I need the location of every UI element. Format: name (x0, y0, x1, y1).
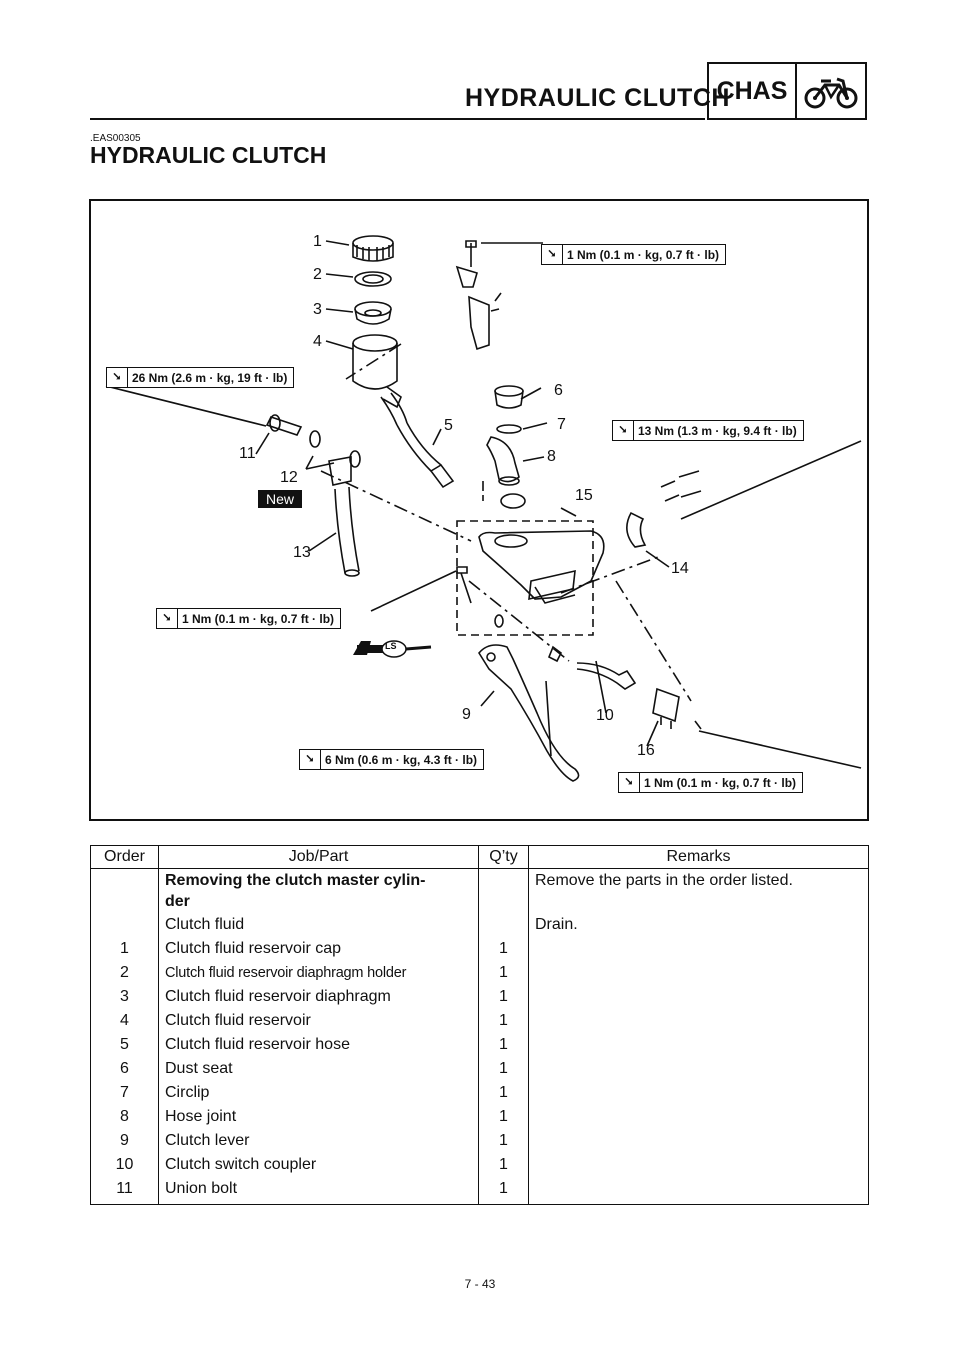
torque-spec-reservoir-bolt: ⭨ 26 Nm (2.6 m · kg, 19 ft · lb) (106, 367, 295, 388)
table-header-row: Order Job/Part Q’ty Remarks (90, 845, 869, 869)
motorcycle-icon (797, 64, 865, 118)
part-label-8: 8 (547, 448, 556, 465)
header-rule (90, 118, 705, 120)
exploded-diagram: ⭨ 1 Nm (0.1 m · kg, 0.7 ft · lb) ⭨ 26 Nm… (89, 199, 869, 821)
part-label-14: 14 (671, 560, 689, 577)
procedure-title: Removing the clutch master cylin- der (158, 868, 479, 913)
table-row: Removing the clutch master cylin- der Re… (90, 868, 869, 913)
table-row: 10 Clutch switch coupler 1 (90, 1153, 869, 1177)
header-qty: Q’ty (478, 845, 529, 869)
lubricant-label: LS (385, 641, 397, 651)
torque-wrench-icon: ⭨ (107, 368, 128, 387)
removal-steps-table: Order Job/Part Q’ty Remarks Removing the… (90, 845, 869, 1205)
header-order: Order (90, 845, 159, 869)
table-row: 5 Clutch fluid reservoir hose 1 (90, 1033, 869, 1057)
part-label-10: 10 (596, 707, 614, 724)
torque-spec-bracket-screw: ⭨ 1 Nm (0.1 m · kg, 0.7 ft · lb) (541, 244, 727, 265)
table-row: 11 Union bolt 1 (90, 1177, 869, 1205)
part-label-3: 3 (313, 301, 322, 318)
new-part-badge: New (258, 490, 302, 508)
part-label-13: 13 (293, 544, 311, 561)
table-row: 2 Clutch fluid reservoir diaphragm holde… (90, 961, 869, 985)
torque-wrench-icon: ⭨ (619, 773, 640, 792)
part-label-6: 6 (554, 382, 563, 399)
part-label-9: 9 (462, 706, 471, 723)
page-number: 7 - 43 (464, 1277, 496, 1291)
page-title: HYDRAULIC CLUTCH (90, 142, 327, 168)
diagram-drawing (105, 235, 862, 782)
part-label-11: 11 (239, 445, 256, 462)
document-code: .EAS00305 (90, 133, 141, 144)
table-row: 4 Clutch fluid reservoir 1 (90, 1009, 869, 1033)
torque-wrench-icon: ⭨ (542, 245, 563, 264)
torque-spec-clamp-bolt: ⭨ 13 Nm (1.3 m · kg, 9.4 ft · lb) (612, 420, 804, 441)
table-row: 9 Clutch lever 1 (90, 1129, 869, 1153)
torque-spec-master-cylinder-screw: ⭨ 1 Nm (0.1 m · kg, 0.7 ft · lb) (156, 608, 342, 629)
torque-spec-switch-screw: ⭨ 1 Nm (0.1 m · kg, 0.7 ft · lb) (618, 772, 804, 793)
table-row: 8 Hose joint 1 (90, 1105, 869, 1129)
torque-wrench-icon: ⭨ (613, 421, 634, 440)
part-label-5: 5 (444, 417, 453, 434)
part-label-12: 12 (280, 469, 298, 486)
torque-wrench-icon: ⭨ (157, 609, 178, 628)
procedure-remark: Remove the parts in the order listed. (528, 868, 869, 913)
chapter-badge: CHAS (707, 62, 867, 120)
torque-wrench-icon: ⭨ (300, 750, 321, 769)
header-job-part: Job/Part (158, 845, 479, 869)
lubricant-marker (353, 640, 432, 658)
part-label-7: 7 (557, 416, 566, 433)
section-title: HYDRAULIC CLUTCH (465, 84, 730, 112)
table-row: 1 Clutch fluid reservoir cap 1 (90, 937, 869, 961)
part-label-2: 2 (313, 266, 322, 283)
table-row: 6 Dust seat 1 (90, 1057, 869, 1081)
table-row: Clutch fluid Drain. (90, 913, 869, 937)
part-label-1: 1 (313, 233, 322, 250)
part-label-15: 15 (575, 487, 593, 504)
table-row: 3 Clutch fluid reservoir diaphragm 1 (90, 985, 869, 1009)
torque-spec-lever-nut: ⭨ 6 Nm (0.6 m · kg, 4.3 ft · lb) (299, 749, 485, 770)
chapter-label: CHAS (709, 64, 797, 118)
part-label-16: 16 (637, 742, 655, 759)
header-remarks: Remarks (528, 845, 869, 869)
table-row: 7 Circlip 1 (90, 1081, 869, 1105)
part-label-4: 4 (313, 333, 322, 350)
